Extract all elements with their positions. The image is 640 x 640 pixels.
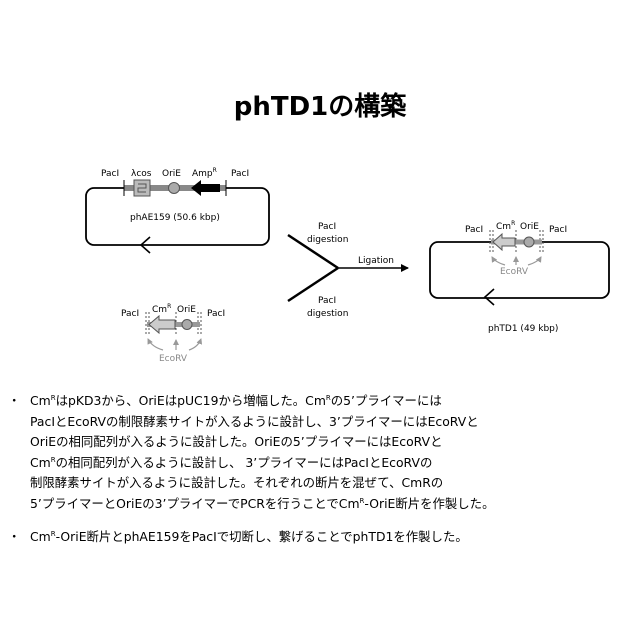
p2-line-1: CmR-OriE断片とphAE159をPacIで切断し、繋げることでphTD1を… bbox=[30, 527, 638, 548]
oriE-circle bbox=[169, 183, 180, 194]
fragment-oriE-circle bbox=[182, 320, 192, 330]
p1-line-6: 5’プライマーとOriEの3’プライマーでPCRを行うことでCmR-OriE断片… bbox=[30, 494, 638, 515]
pacI-label-left: PacI bbox=[101, 169, 119, 179]
pacI-label-right: PacI bbox=[231, 169, 249, 179]
phAE159-plasmid: PacI λcos OriE AmpR PacI phAE159 (50.6 k… bbox=[86, 167, 269, 253]
phTD1-pacI-label-right: PacI bbox=[549, 225, 567, 235]
paragraph-2: ・ CmR-OriE断片とphAE159をPacIで切断し、繋げることでphTD… bbox=[8, 527, 638, 548]
p1-line-3: OriEの相同配列が入るように設計した。OriEの5’プライマーにはEcoRVと bbox=[30, 432, 638, 453]
amp-label: AmpR bbox=[192, 167, 217, 179]
lambda-cos-label: λcos bbox=[131, 169, 152, 179]
phTD1-cmR-label: CmR bbox=[496, 220, 515, 232]
phTD1-label: phTD1 (49 kbp) bbox=[488, 324, 558, 334]
description-text: ・ CmRはpKD3から、OriEはpUC19から増幅した。CmRの5’プライマ… bbox=[8, 391, 638, 547]
phTD1-oriE-label: OriE bbox=[520, 222, 539, 232]
p1-line-1: CmRはpKD3から、OriEはpUC19から増幅した。CmRの5’プライマーに… bbox=[30, 391, 638, 412]
digestion-label-upper-1: PacI bbox=[318, 222, 336, 232]
oriE-label: OriE bbox=[162, 169, 181, 179]
phTD1-cmR-arrow bbox=[493, 234, 515, 250]
fragment-cmR-label: CmR bbox=[152, 303, 171, 315]
fragment-pacI-label-left: PacI bbox=[121, 309, 139, 319]
amp-arrow bbox=[191, 180, 220, 196]
cmR-oriE-fragment: PacI CmR OriE PacI EcoRV bbox=[121, 303, 225, 364]
digestion-label-upper-2: digestion bbox=[307, 235, 348, 245]
reaction-arrows: PacI digestion PacI digestion Ligation bbox=[288, 222, 408, 319]
digestion-label-lower-1: PacI bbox=[318, 296, 336, 306]
phTD1-oriE-circle bbox=[524, 237, 534, 247]
bullet-2: ・ bbox=[8, 527, 20, 548]
ligation-label: Ligation bbox=[358, 256, 394, 266]
p1-line-5: 制限酵素サイトが入るように設計した。それぞれの断片を混ぜて、CmRの bbox=[30, 473, 638, 494]
digestion-label-lower-2: digestion bbox=[307, 309, 348, 319]
fragment-pacI-label-right: PacI bbox=[207, 309, 225, 319]
p1-line-4: CmRの相同配列が入るように設計し、 3’プライマーにはPacIとEcoRVの bbox=[30, 453, 638, 474]
phTD1-ecorv-label: EcoRV bbox=[500, 267, 529, 277]
construction-diagram: PacI λcos OriE AmpR PacI phAE159 (50.6 k… bbox=[0, 0, 640, 390]
phAE159-label: phAE159 (50.6 kbp) bbox=[130, 213, 220, 223]
phTD1-plasmid: PacI CmR OriE PacI EcoRV phTD1 (49 kbp) bbox=[430, 220, 609, 334]
phTD1-pacI-label-left: PacI bbox=[465, 225, 483, 235]
fragment-oriE-label: OriE bbox=[177, 305, 196, 315]
cmR-arrow bbox=[149, 316, 175, 333]
p1-line-2: PacIとEcoRVの制限酵素サイトが入るように設計し、3’プライマーにはEco… bbox=[30, 412, 638, 433]
bullet-1: ・ bbox=[8, 391, 20, 412]
fragment-ecorv-label: EcoRV bbox=[159, 354, 188, 364]
phTD1-direction-arrow bbox=[485, 289, 494, 305]
paragraph-1: ・ CmRはpKD3から、OriEはpUC19から増幅した。CmRの5’プライマ… bbox=[8, 391, 638, 515]
